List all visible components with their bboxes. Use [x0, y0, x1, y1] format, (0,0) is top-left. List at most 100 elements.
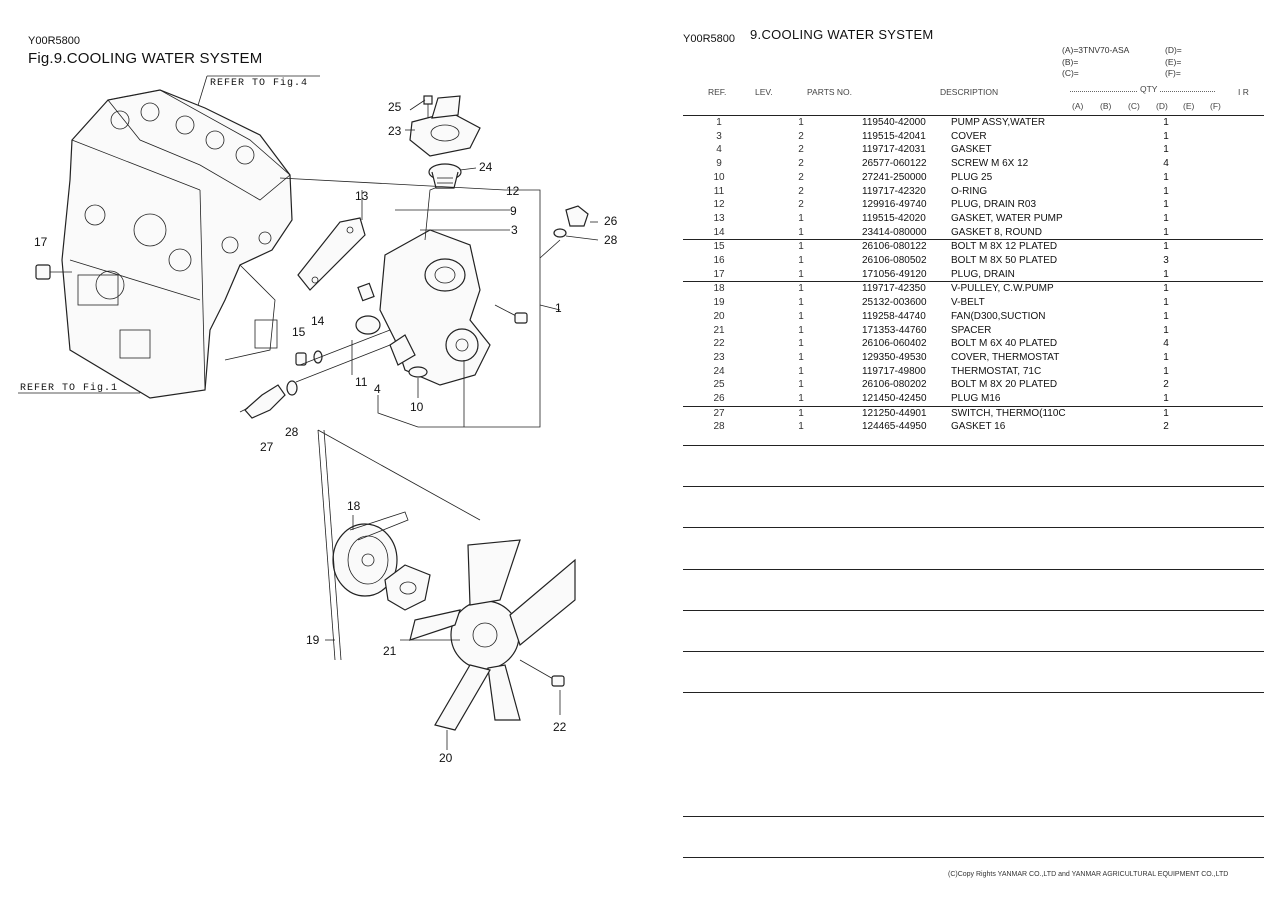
- lev-cell: 2: [798, 158, 804, 170]
- part-number-cell: 119717-42320: [862, 185, 926, 197]
- qty-a-cell: 1: [1163, 310, 1169, 322]
- callout-18: 18: [347, 499, 361, 513]
- qty-col-e: (E): [1183, 101, 1195, 111]
- part-number-cell: 121450-42450: [862, 393, 927, 405]
- description-cell: PLUG, DRAIN: [951, 268, 1015, 280]
- o-ring-11-part: [355, 315, 381, 335]
- description-cell: PUMP ASSY,WATER: [951, 117, 1046, 128]
- lev-cell: 1: [798, 421, 804, 433]
- lev-cell: 1: [798, 297, 804, 309]
- ref-cell: 22: [713, 338, 725, 350]
- lev-cell: 2: [798, 130, 804, 142]
- lev-cell: 1: [798, 117, 804, 128]
- qty-col-b: (B): [1100, 101, 1112, 111]
- qty-a-cell: 1: [1163, 351, 1169, 363]
- left-page-code: Y00R5800: [28, 35, 80, 47]
- description-cell: FAN(D300,SUCTION: [951, 310, 1046, 322]
- description-cell: SPACER: [951, 324, 992, 336]
- part-number-cell: 119717-42350: [847, 281, 951, 297]
- qty-a-cell: 1: [1163, 324, 1169, 336]
- lev-cell: 1: [798, 268, 804, 280]
- callout-25: 25: [388, 100, 402, 114]
- model-d: (D)=: [1165, 45, 1182, 55]
- section-rule: [683, 651, 1264, 652]
- qty-a-cell: 1: [1163, 171, 1169, 183]
- qty-a-cell: 1: [1163, 199, 1169, 211]
- part-number-cell: 119515-42020: [862, 212, 926, 224]
- ref-cell: 18: [683, 281, 755, 297]
- part-number-cell: 27241-250000: [862, 171, 927, 183]
- ref-cell: 11: [713, 185, 725, 197]
- qty-a-cell: 1: [1151, 239, 1181, 255]
- ref-cell: 27: [683, 405, 755, 421]
- lev-cell: 1: [755, 239, 847, 255]
- description-cell: V-BELT: [951, 297, 985, 309]
- part-number-cell: 26106-060402: [862, 338, 927, 350]
- qty-col-f: (F): [1210, 101, 1221, 111]
- callout-28-left: 28: [285, 425, 299, 439]
- qty-a-cell: 2: [1163, 421, 1169, 433]
- model-f: (F)=: [1165, 68, 1181, 78]
- qty-a-cell: 2: [1163, 379, 1169, 391]
- qty-col-c: (C): [1128, 101, 1140, 111]
- ref-cell: 26: [713, 393, 725, 405]
- lev-cell: 2: [798, 171, 804, 183]
- callout-3: 3: [511, 223, 518, 237]
- header-ref: REF.: [708, 87, 727, 97]
- exploded-parts-diagram: REFER TO Fig.4 REFER TO Fig.1: [18, 75, 618, 765]
- refer-fig4-label: REFER TO Fig.4: [210, 77, 308, 89]
- callout-17: 17: [34, 235, 48, 249]
- fan-20-part: [409, 539, 576, 731]
- part-number-cell: 119515-42041: [862, 130, 926, 142]
- qty-a-cell: 1: [1163, 365, 1169, 377]
- lev-cell: 2: [798, 144, 804, 156]
- callout-10: 10: [410, 400, 424, 414]
- description-cell: THERMOSTAT, 71C: [951, 365, 1042, 377]
- spacer-21-part: [384, 564, 431, 611]
- ref-cell: 19: [713, 297, 725, 309]
- header-rule: [683, 115, 1264, 116]
- plug-26-part: [565, 205, 589, 227]
- callout-9: 9: [510, 204, 517, 218]
- callout-21: 21: [383, 644, 397, 658]
- ref-cell: 21: [713, 324, 725, 336]
- description-cell: GASKET 8, ROUND: [951, 226, 1042, 238]
- ref-cell: 17: [713, 268, 725, 280]
- callout-28-right: 28: [604, 233, 618, 247]
- qty-a-cell: 1: [1151, 281, 1181, 297]
- part-number-cell: 26106-080202: [862, 379, 927, 391]
- ref-cell: 4: [716, 144, 722, 156]
- lev-cell: 1: [798, 338, 804, 350]
- part-number-cell: 121250-44901: [847, 405, 951, 421]
- lev-cell: 2: [798, 185, 804, 197]
- description-cell: PLUG 25: [951, 171, 993, 183]
- qty-a-cell: 4: [1163, 158, 1169, 170]
- bolt-16-part: [494, 304, 528, 324]
- callout-27: 27: [260, 440, 274, 454]
- description-cell: BOLT M 8X 12 PLATED: [951, 239, 1151, 255]
- part-number-cell: 26106-080122: [847, 239, 951, 255]
- qty-col-d: (D): [1156, 101, 1168, 111]
- section-rule: [683, 692, 1264, 693]
- section-rule: [683, 527, 1264, 528]
- v-belt-19-part: [317, 429, 481, 661]
- ref-cell: 15: [683, 239, 755, 255]
- callout-15: 15: [292, 325, 306, 339]
- part-number-cell: 26577-060122: [862, 158, 927, 170]
- right-page-code: Y00R5800: [683, 33, 735, 45]
- callout-22: 22: [553, 720, 567, 734]
- ref-cell: 23: [713, 351, 725, 363]
- description-cell: SWITCH, THERMO(110C: [951, 405, 1151, 421]
- water-pump-assembly: [357, 179, 491, 386]
- description-cell: COVER: [951, 130, 987, 142]
- callout-20: 20: [439, 751, 453, 765]
